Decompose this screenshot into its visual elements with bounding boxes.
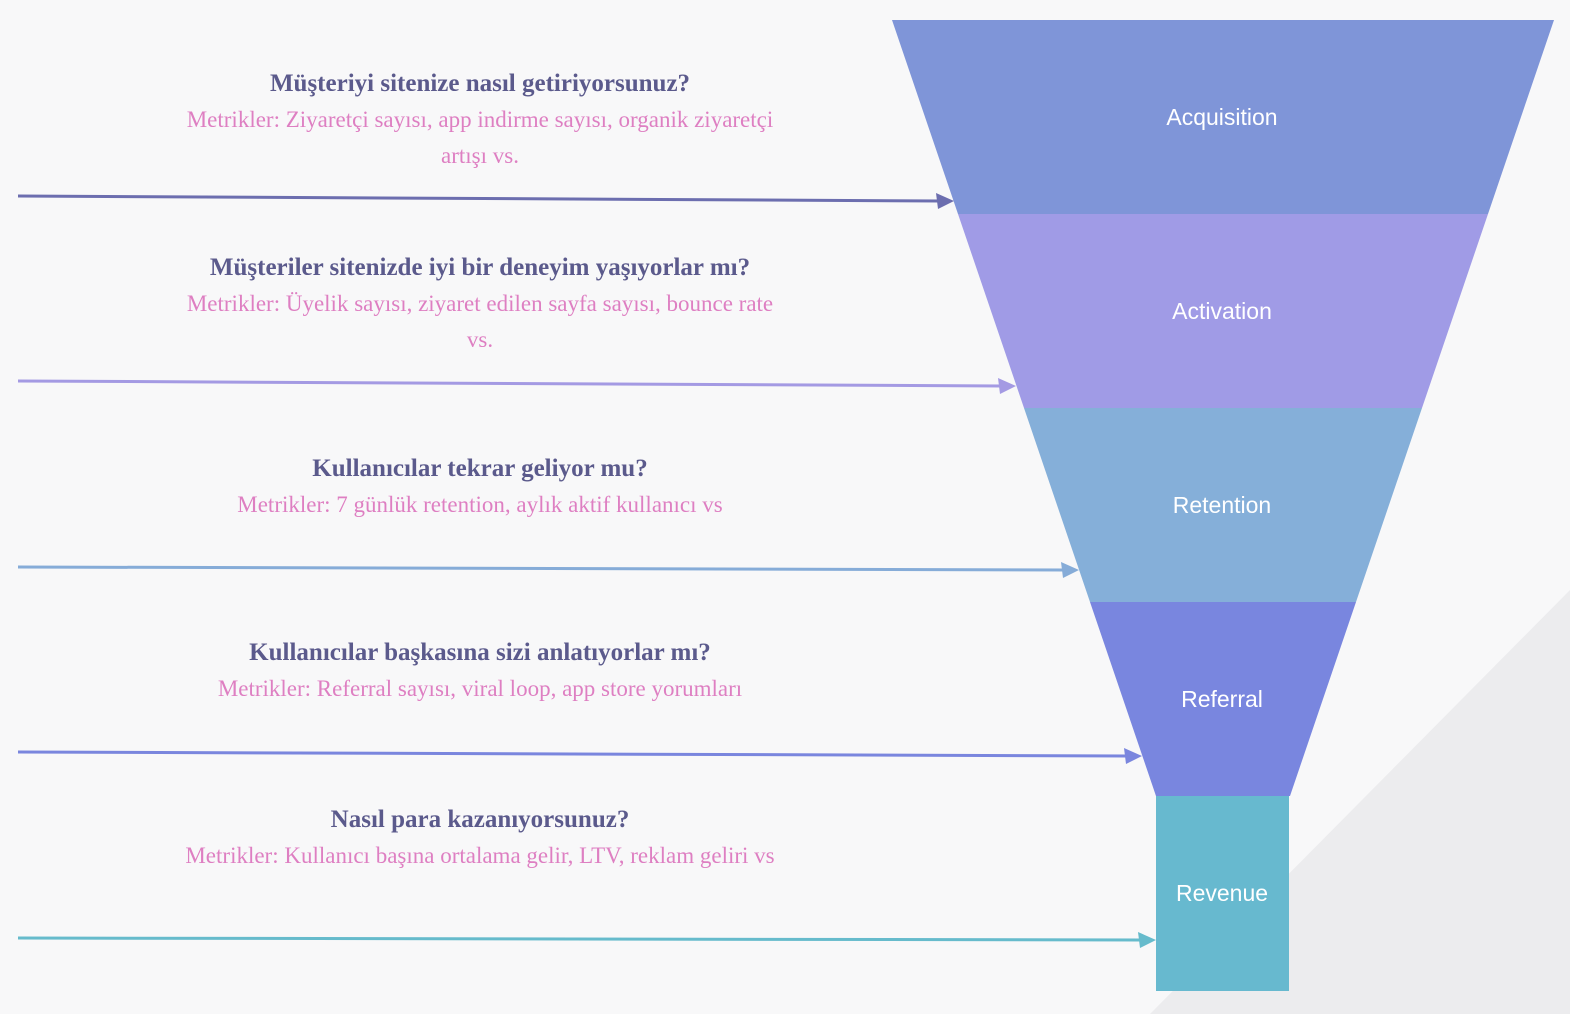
funnel-segment-acquisition: [892, 20, 1554, 214]
stage-question-acquisition: Müşteriyi sitenize nasıl getiriyorsunuz?: [269, 70, 691, 97]
stage-label-activation: Activation: [1172, 298, 1272, 324]
arrow-line-activation: [17, 379, 1003, 388]
stage-text-acquisition: Müşteriyi sitenize nasıl getiriyorsunuz?…: [130, 66, 830, 174]
stage-question-referral: Kullanıcılar başkasına sizi anlatıyorlar…: [249, 639, 711, 666]
arrowhead-revenue: [1138, 932, 1156, 948]
stage-text-activation: Müşteriler sitenizde iyi bir deneyim yaş…: [130, 250, 830, 358]
stage-question-activation: Müşteriler sitenizde iyi bir deneyim yaş…: [209, 254, 751, 281]
arrow-line-referral: [17, 750, 1129, 758]
stage-metrics-activation: Metrikler: Üyelik sayısı, ziyaret edilen…: [186, 291, 774, 352]
funnel-segment-activation: [958, 214, 1488, 408]
stage-label-revenue: Revenue: [1176, 880, 1268, 906]
funnel-segment-revenue: [1156, 796, 1289, 991]
arrow-line-revenue: [17, 936, 1143, 942]
stage-label-acquisition: Acquisition: [1166, 104, 1277, 130]
stage-text-referral: Kullanıcılar başkasına sizi anlatıyorlar…: [130, 635, 830, 707]
arrow-line-retention: [17, 565, 1066, 572]
stage-question-revenue: Nasıl para kazanıyorsunuz?: [330, 806, 630, 833]
stage-question-retention: Kullanıcılar tekrar geliyor mu?: [312, 455, 648, 482]
funnel-segment-referral: [1090, 602, 1356, 796]
arrow-line-acquisition: [17, 194, 941, 203]
stage-text-revenue: Nasıl para kazanıyorsunuz? Metrikler: Ku…: [130, 802, 830, 874]
funnel-segment-retention: [1024, 408, 1422, 602]
arrowhead-referral: [1124, 748, 1142, 764]
stage-label-referral: Referral: [1181, 686, 1263, 712]
arrowhead-activation: [998, 378, 1016, 394]
arrowhead-acquisition: [936, 193, 954, 209]
stage-label-retention: Retention: [1173, 492, 1271, 518]
stage-metrics-revenue: Metrikler: Kullanıcı başına ortalama gel…: [185, 843, 775, 868]
arrowhead-retention: [1061, 562, 1079, 578]
stage-metrics-retention: Metrikler: 7 günlük retention, aylık akt…: [237, 492, 723, 517]
stage-text-retention: Kullanıcılar tekrar geliyor mu? Metrikle…: [130, 451, 830, 523]
stage-metrics-acquisition: Metrikler: Ziyaretçi sayısı, app indirme…: [186, 107, 774, 168]
stage-metrics-referral: Metrikler: Referral sayısı, viral loop, …: [217, 676, 743, 701]
